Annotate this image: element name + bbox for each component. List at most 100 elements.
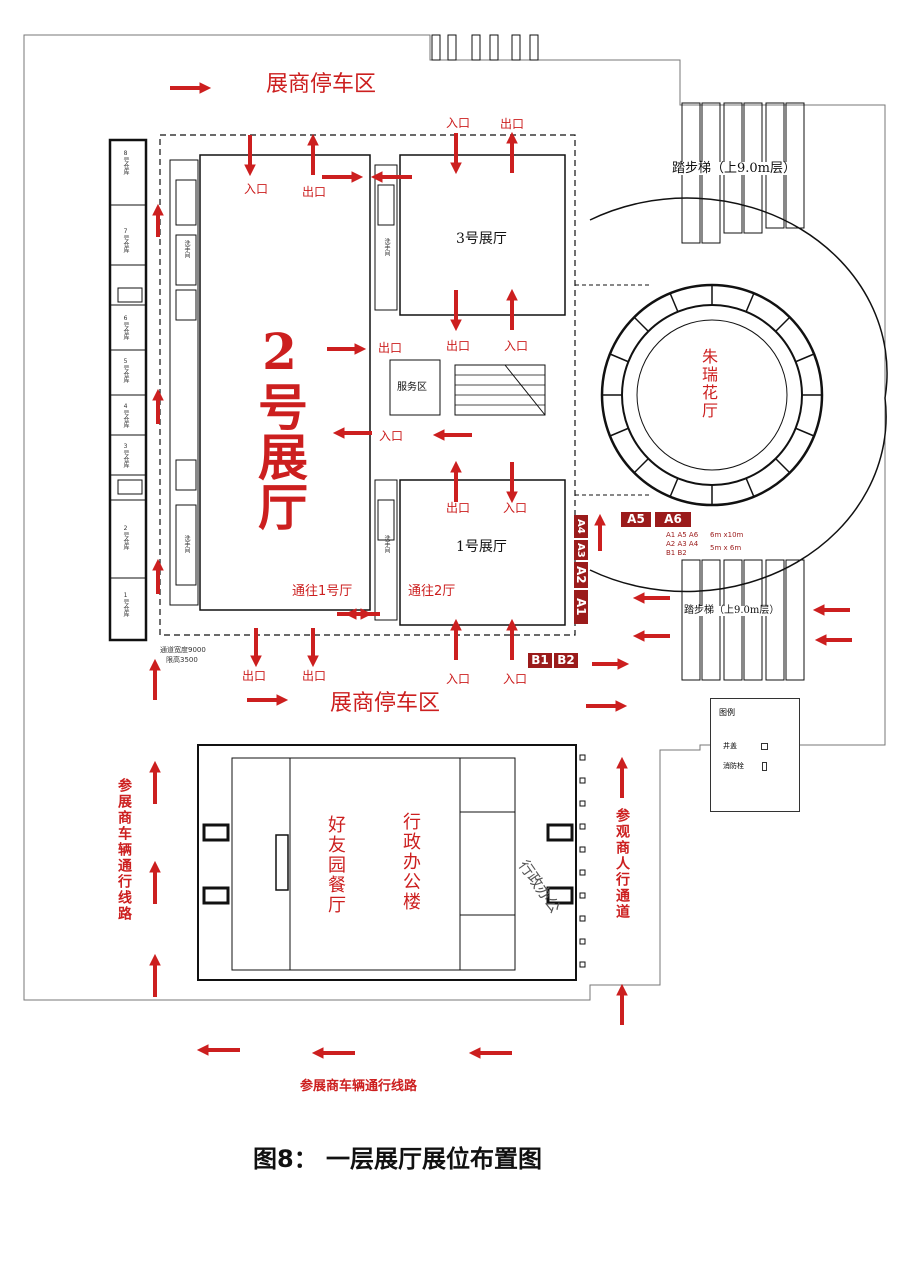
direction-arrow-35 xyxy=(812,604,850,616)
warehouse-2: 2号仓库 xyxy=(122,525,129,550)
warehouse-8: 8号仓库 xyxy=(122,150,129,175)
warehouse-7: 7号仓库 xyxy=(122,228,129,253)
toilet-label: 洗手间 xyxy=(183,240,190,258)
stairs-top-label: 踏步梯（上9.0m层） xyxy=(672,161,797,176)
entrance-label: 入口 xyxy=(504,339,529,353)
direction-arrow-39 xyxy=(468,1047,512,1059)
direction-arrow-27 xyxy=(149,760,161,804)
warehouse-3: 3号仓库 xyxy=(122,443,129,468)
direction-arrow-21 xyxy=(450,618,462,660)
booth-a6: A6 xyxy=(655,512,691,527)
channel-note: 通道宽度9000 xyxy=(160,646,206,654)
legend-title: 图例 xyxy=(719,708,735,717)
direction-arrow-4 xyxy=(322,171,364,183)
entrance-label: 入口 xyxy=(503,501,528,515)
hydrant-icon xyxy=(762,762,767,771)
restaurant-label: 好友园餐厅 xyxy=(325,815,346,915)
direction-arrow-16 xyxy=(506,288,518,330)
booth-a4: A4 xyxy=(574,515,588,538)
direction-arrow-8 xyxy=(432,429,472,441)
hall-1-label: 1号展厅 xyxy=(456,539,507,555)
hall-2-label: 2号展厅 xyxy=(250,322,309,531)
entrance-label: 入口 xyxy=(244,182,269,196)
warehouse-5: 5号仓库 xyxy=(122,358,129,383)
to-hall-2-label: 通往2厅 xyxy=(408,584,456,599)
parking-top-label: 展商停车区 xyxy=(266,72,377,97)
direction-arrow-31 xyxy=(616,756,628,798)
parking-bottom-label: 展商停车区 xyxy=(330,691,441,716)
direction-arrow-12 xyxy=(307,133,319,175)
direction-arrow-24 xyxy=(152,388,164,424)
direction-arrow-5 xyxy=(370,171,412,183)
booth-a1: A1 xyxy=(574,590,588,624)
warehouse-4: 4号仓库 xyxy=(122,403,129,428)
booth-a3: A3 xyxy=(574,540,588,560)
toilet-label: 洗手间 xyxy=(383,238,390,256)
manhole-icon xyxy=(761,743,768,750)
booth-a5: A5 xyxy=(621,512,651,527)
warehouse-6: 6号仓库 xyxy=(122,315,129,340)
exit-label: 出口 xyxy=(242,669,267,683)
toilet-label: 洗手间 xyxy=(183,535,190,553)
direction-arrow-30 xyxy=(594,513,606,551)
direction-arrow-38 xyxy=(311,1047,355,1059)
direction-arrow-32 xyxy=(616,983,628,1025)
direction-arrow-2 xyxy=(586,700,628,712)
figure-caption: 图8： 一层展厅展位布置图 xyxy=(253,1145,543,1173)
direction-arrow-3 xyxy=(592,658,630,670)
direction-arrow-14 xyxy=(506,131,518,173)
visitor-path-label: 参观商人行通道 xyxy=(614,808,630,920)
entrance-label: 入口 xyxy=(503,672,528,686)
hall-3-label: 3号展厅 xyxy=(456,231,507,247)
entrance-label: 入口 xyxy=(446,672,471,686)
booth-note-size-small: 5m x 6m xyxy=(710,544,742,552)
service-area-label: 服务区 xyxy=(397,382,427,393)
exhibitor-vehicle-bottom-label: 参展商车辆通行线路 xyxy=(300,1079,418,1094)
direction-arrow-34 xyxy=(632,630,670,642)
booth-b2: B2 xyxy=(554,653,578,668)
exit-label: 出口 xyxy=(500,117,525,131)
legend-item-manhole: 井盖 xyxy=(723,742,737,750)
exit-label: 出口 xyxy=(378,341,403,355)
toilet-label: 洗手间 xyxy=(383,535,390,553)
booth-a2: A2 xyxy=(574,562,588,588)
direction-arrow-22 xyxy=(506,618,518,660)
booth-b1: B1 xyxy=(528,653,552,668)
direction-arrow-10 xyxy=(344,608,380,620)
direction-arrow-0 xyxy=(170,82,212,94)
booth-note-b1b2: B1 B2 xyxy=(666,549,687,557)
booth-note-a1a5a6: A1 A5 A6 xyxy=(666,531,699,539)
exit-label: 出口 xyxy=(302,185,327,199)
direction-arrow-19 xyxy=(250,628,262,668)
exhibitor-vehicle-left-label: 参展商车辆通行线路 xyxy=(116,778,132,922)
direction-arrow-6 xyxy=(327,343,367,355)
admin-building-label: 行政办公楼 xyxy=(400,812,421,912)
direction-arrow-7 xyxy=(332,427,372,439)
exit-label: 出口 xyxy=(446,501,471,515)
entrance-label: 入口 xyxy=(379,429,404,443)
direction-arrow-28 xyxy=(149,860,161,904)
exit-label: 出口 xyxy=(302,669,327,683)
to-hall-1-label: 通往1号厅 xyxy=(292,584,353,599)
entrance-label: 入口 xyxy=(446,116,471,130)
direction-arrow-26 xyxy=(149,658,161,700)
direction-arrow-13 xyxy=(450,133,462,175)
direction-arrow-23 xyxy=(152,203,164,237)
direction-arrow-25 xyxy=(152,558,164,594)
direction-arrow-37 xyxy=(196,1044,240,1056)
warehouse-1: 1号仓库 xyxy=(122,592,129,617)
direction-arrow-29 xyxy=(149,953,161,997)
direction-arrow-18 xyxy=(506,462,518,504)
direction-arrow-17 xyxy=(450,460,462,502)
direction-arrow-15 xyxy=(450,290,462,332)
legend: 图例 井盖 消防栓 xyxy=(710,698,800,812)
height-note: 限高3500 xyxy=(166,656,198,664)
direction-arrow-1 xyxy=(247,694,289,706)
direction-arrow-33 xyxy=(632,592,670,604)
legend-item-hydrant: 消防栓 xyxy=(723,762,744,770)
zhuruihua-hall-label: 朱瑞花厅 xyxy=(699,348,718,420)
booth-note-a2a3a4: A2 A3 A4 xyxy=(666,540,699,548)
booth-note-size-large: 6m x10m xyxy=(710,531,744,539)
